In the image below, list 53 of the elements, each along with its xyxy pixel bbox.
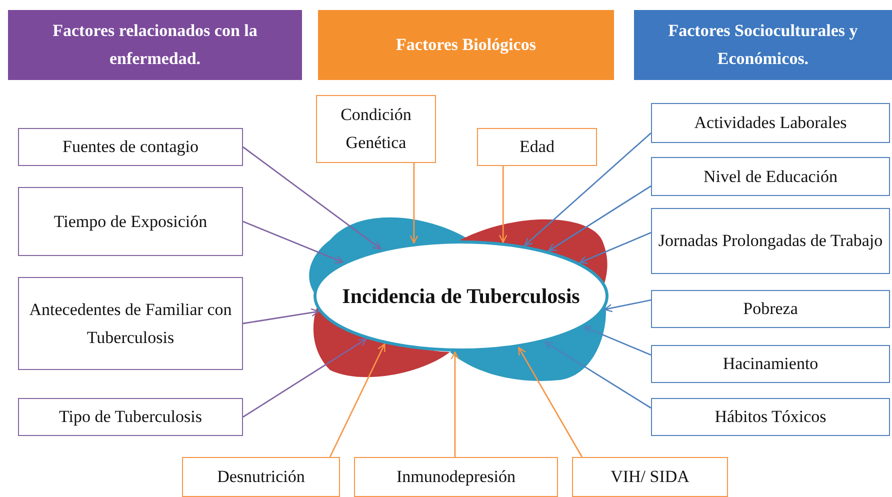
factor-box [651, 208, 890, 274]
factor-label: Tipo de Tuberculosis [59, 406, 202, 428]
factor-label: Jornadas Prolongadas de Trabajo [658, 230, 883, 252]
factor-label: Fuentes de contagio [62, 136, 198, 158]
factor-box [316, 95, 436, 163]
factor-box [18, 277, 243, 370]
factor-box [572, 457, 728, 497]
header-text: Factores Socioculturales y Económicos. [667, 20, 859, 70]
factor-label: Inmunodepresión [396, 466, 516, 488]
arrow [584, 326, 652, 356]
factor-label: Desnutrición [217, 466, 305, 488]
factor-box [651, 103, 890, 143]
arrow [544, 342, 652, 409]
arrow [410, 163, 418, 244]
factor-label: Actividades Laborales [694, 112, 847, 134]
arrow [579, 232, 652, 264]
factor-box [18, 187, 243, 256]
category-header [318, 10, 614, 80]
factor-box [477, 128, 597, 166]
arrow [329, 343, 386, 458]
arrow [242, 146, 382, 250]
factor-label: Condición Genética [340, 104, 412, 154]
factor-label: Edad [520, 136, 554, 158]
category-header [634, 10, 892, 80]
arrow [518, 346, 583, 458]
arrow [450, 351, 460, 457]
arrow [242, 220, 344, 264]
factor-label: VIH/ SIDA [610, 466, 690, 488]
category-header [8, 10, 302, 80]
arrow [524, 132, 652, 246]
factor-box [651, 290, 890, 328]
arrow [242, 338, 367, 418]
factor-label: Nivel de Educación [703, 166, 838, 188]
arrow [242, 308, 320, 324]
central-ellipse [313, 240, 609, 352]
factor-box [18, 128, 243, 166]
header-text: Factores Biológicos [396, 34, 536, 56]
arrow [604, 299, 652, 312]
factor-box [354, 457, 558, 497]
factor-label: Pobreza [743, 298, 798, 320]
factor-box [651, 398, 890, 436]
arrow [548, 185, 652, 252]
factor-box [651, 157, 890, 196]
factor-label: Hacinamiento [722, 353, 818, 375]
factor-label: Antecedentes de Familiar con Tuberculosis [28, 298, 233, 348]
factor-box [651, 345, 890, 383]
central-label: Incidencia de Tuberculosis [342, 283, 580, 310]
factor-label: Hábitos Tóxicos [714, 406, 826, 428]
header-text: Factores relacionados con la enfermedad. [52, 20, 258, 70]
factor-box [18, 398, 243, 436]
factor-box [182, 457, 340, 497]
arrow [498, 166, 508, 243]
factor-label: Tiempo de Exposición [54, 210, 208, 233]
